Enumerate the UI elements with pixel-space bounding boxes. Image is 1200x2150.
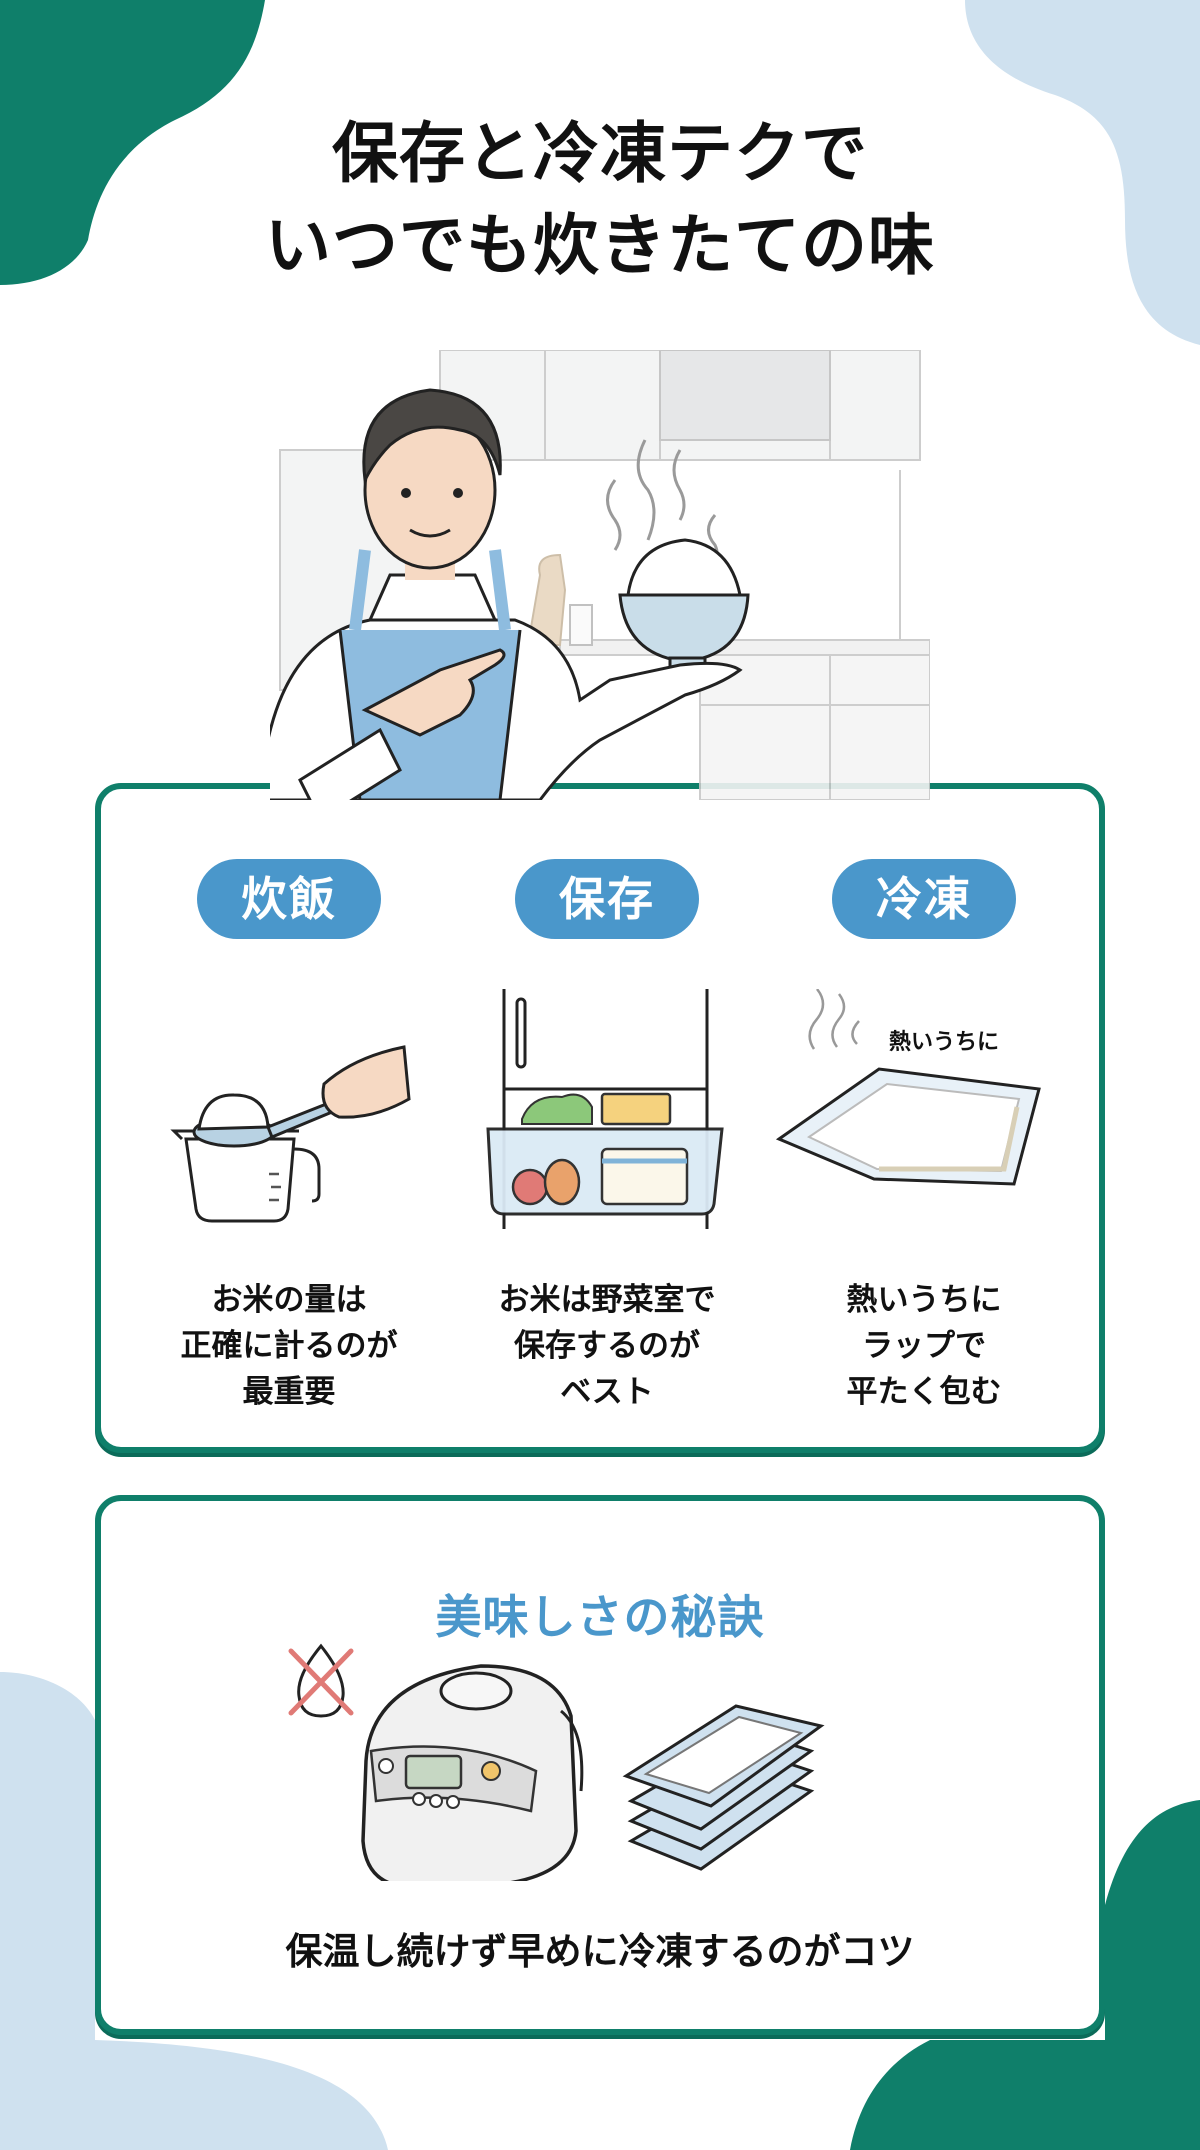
title-line-1: 保存と冷凍テクで <box>332 115 868 192</box>
man-character <box>270 388 743 800</box>
freeze-annotation: 熱いうちに <box>889 1030 1000 1055</box>
secret-illustration <box>288 1643 825 1881</box>
step-label-freeze: 冷凍 <box>832 859 1016 939</box>
frozen-rice-stack-icon <box>622 1704 825 1871</box>
measuring-cup-rice-icon <box>170 1045 411 1223</box>
step-label-store: 保存 <box>515 859 699 939</box>
step-cook: 炊飯 お米の量は 正確に計るのが 最重要 <box>134 859 444 1410</box>
no-keep-warm-icon <box>288 1643 354 1718</box>
rice-bowl-icon <box>618 538 750 672</box>
bottom-right-green-blob <box>850 1800 1200 2150</box>
top-right-blue-blob <box>965 0 1200 345</box>
wrapped-rice-icon <box>775 989 1041 1186</box>
rice-cooker-icon <box>361 1664 584 1881</box>
secret-caption: 保温し続けず早めに冷凍するのがコツ <box>285 1930 915 1973</box>
secret-card: 美味しさの秘訣 保温し続けず早めに冷凍するのがコツ <box>95 1495 1105 2035</box>
step-caption-cook: お米の量は 正確に計るのが 最重要 <box>180 1282 398 1410</box>
step-label-cook: 炊飯 <box>197 859 381 939</box>
step-caption-store: お米は野菜室で 保存するのが ベスト <box>498 1282 716 1410</box>
top-left-green-blob <box>0 0 265 285</box>
title-line-2: いつでも炊きたての味 <box>265 207 935 284</box>
hero-illustration <box>270 350 930 800</box>
step-store: 保存 お米は野菜室で 保存するのが ベスト <box>452 859 762 1410</box>
secret-title: 美味しさの秘訣 <box>435 1590 765 1644</box>
bottom-left-blue-blob <box>0 1672 388 2150</box>
steps-card: 炊飯 お米の量は 正確に計るのが 最重要 保存 <box>95 783 1105 1453</box>
step-freeze: 冷凍 熱いうちに 熱いうちに ラップで 平たく包む <box>769 859 1079 1410</box>
step-caption-freeze: 熱いうちに ラップで 平たく包む <box>846 1282 1002 1410</box>
refrigerator-vegetable-drawer-icon <box>486 989 724 1229</box>
page-title: 保存と冷凍テクで いつでも炊きたての味 <box>0 108 1200 292</box>
